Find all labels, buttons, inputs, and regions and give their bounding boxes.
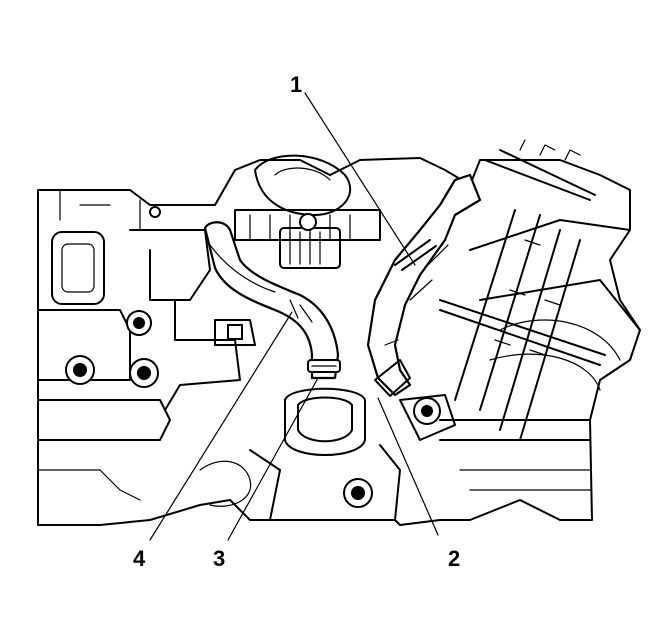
callout-2: 2 (448, 546, 460, 571)
callout-1: 1 (290, 72, 302, 97)
hose-right (366, 173, 482, 397)
engine-background (37, 139, 641, 526)
hose-left (203, 221, 341, 380)
callout-3: 3 (213, 546, 225, 571)
callout-4: 4 (133, 546, 146, 571)
leader-lines (149, 92, 439, 541)
